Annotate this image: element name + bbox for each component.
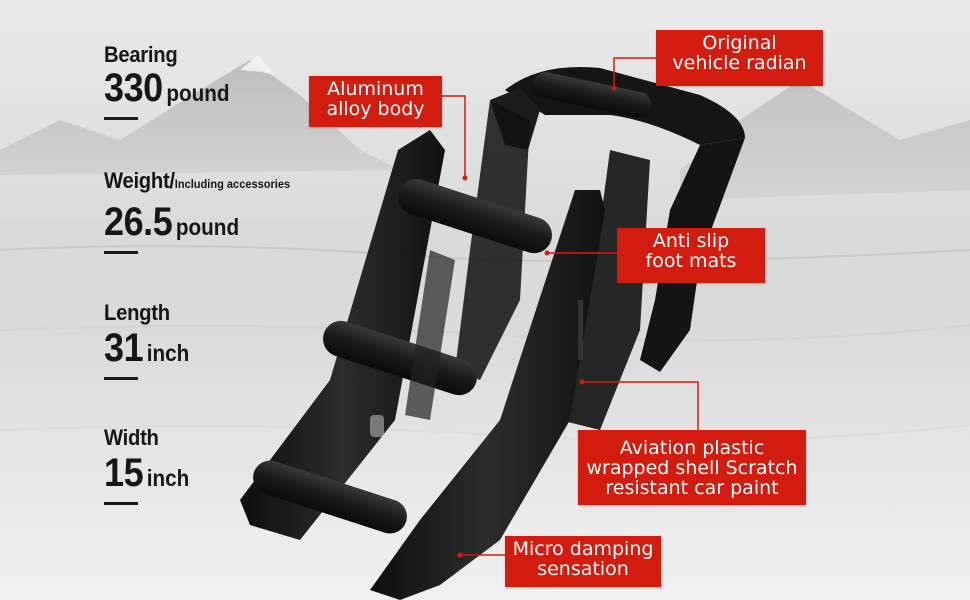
callout-antislip-line2: foot mats: [645, 250, 737, 272]
spec-divider: [104, 117, 138, 120]
spec-weight-label-note: Including accessories: [174, 177, 291, 191]
callout-anti-slip-foot-mats: Anti slip foot mats: [617, 228, 765, 283]
spec-weight-unit: pound: [175, 214, 240, 240]
spec-bearing-unit: pound: [166, 80, 230, 106]
callout-damping-line2: sensation: [537, 558, 629, 580]
callout-aluminum-line2: alloy body: [326, 98, 425, 120]
spec-width-unit: inch: [146, 465, 190, 491]
callout-aluminum-alloy-body: Aluminum alloy body: [309, 76, 442, 127]
callout-aviation-plastic: Aviation plastic wrapped shell Scratch r…: [578, 430, 806, 505]
callout-aviation-line2: wrapped shell Scratch: [586, 457, 798, 479]
spec-bearing-number: 330: [104, 66, 163, 110]
callout-antislip-line1: Anti slip: [652, 230, 730, 252]
callout-aluminum-line1: Aluminum: [327, 78, 424, 100]
spec-weight-number: 26.5: [104, 200, 173, 244]
spec-length-unit: inch: [146, 340, 190, 366]
callout-damping-line1: Micro damping: [512, 538, 654, 560]
spec-weight-label-main: Weight/: [104, 168, 175, 193]
spec-width-label: Width: [104, 425, 159, 450]
spec-width-number: 15: [104, 451, 144, 495]
callout-original-line1: Original: [702, 32, 777, 54]
callout-aviation-line3: resistant car paint: [605, 477, 779, 499]
spec-length-label: Length: [104, 300, 170, 325]
callout-aviation-line1: Aviation plastic: [619, 437, 765, 459]
callout-original-line2: vehicle radian: [672, 52, 807, 74]
spec-length-number: 31: [104, 326, 144, 370]
callout-original-vehicle-radian: Original vehicle radian: [656, 30, 823, 86]
callout-micro-damping: Micro damping sensation: [505, 536, 661, 587]
spec-divider: [104, 502, 138, 505]
spec-divider: [104, 251, 138, 254]
spec-bearing-label: Bearing: [104, 42, 178, 67]
spec-weight-label: Weight/Including accessories: [104, 168, 290, 194]
spec-divider: [104, 377, 138, 380]
